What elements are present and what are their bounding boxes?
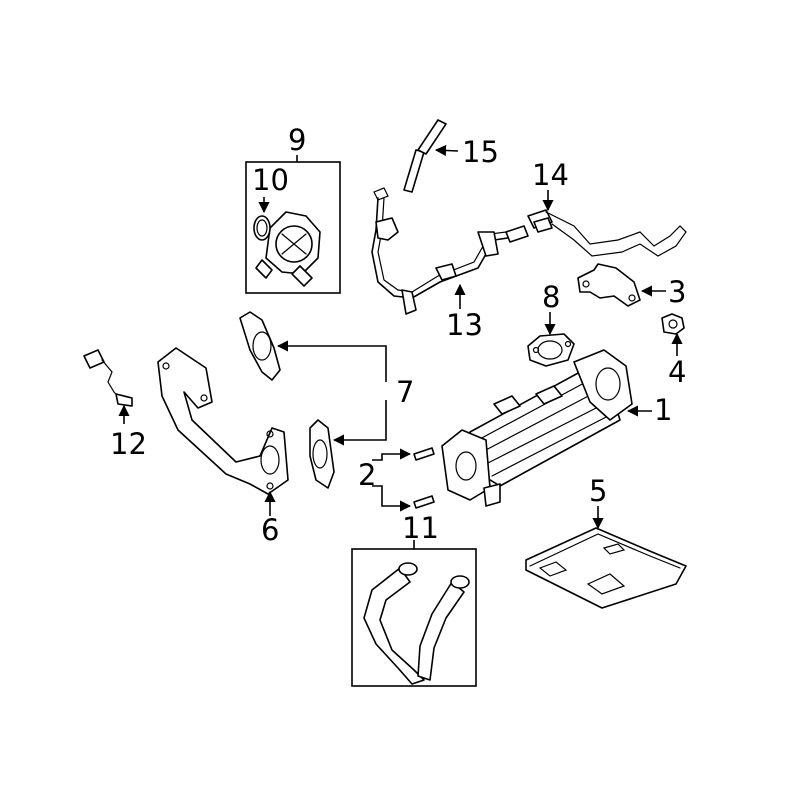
callout-6: 6 [261, 513, 279, 547]
gasket-8-part [527, 312, 575, 367]
sensor-12-part [83, 349, 133, 424]
callout-3: 3 [668, 275, 686, 309]
gaskets-7-part [239, 311, 387, 489]
callout-13: 13 [446, 308, 483, 342]
throttle-gasket-10 [253, 197, 271, 241]
studs-2-part [372, 447, 435, 512]
hoses-11-part [363, 562, 470, 685]
callout-14: 14 [532, 158, 569, 192]
callout-4: 4 [668, 355, 686, 389]
callout-11: 11 [402, 511, 439, 545]
callout-12: 12 [110, 427, 147, 461]
callout-8: 8 [542, 280, 560, 314]
egr-pipe-13-part [371, 187, 529, 315]
bracket-3-part [577, 263, 666, 307]
egr-tube-6-part [157, 347, 289, 516]
egr-cooler-1-part [441, 349, 652, 507]
hose-kit-box [351, 540, 477, 687]
callout-9: 9 [288, 123, 306, 157]
throttle-body-box [245, 155, 341, 294]
coolant-tube-14-part [527, 190, 687, 257]
callout-15: 15 [462, 135, 499, 169]
throttle-body-part [255, 211, 321, 287]
callout-10: 10 [252, 163, 289, 197]
heat-shield-5-part [525, 506, 687, 609]
callout-7: 7 [396, 375, 414, 409]
callout-1: 1 [654, 393, 672, 427]
callout-2: 2 [358, 458, 376, 492]
callout-5: 5 [589, 474, 607, 508]
hose-15-part [403, 119, 459, 193]
nut-4-part [661, 313, 685, 356]
